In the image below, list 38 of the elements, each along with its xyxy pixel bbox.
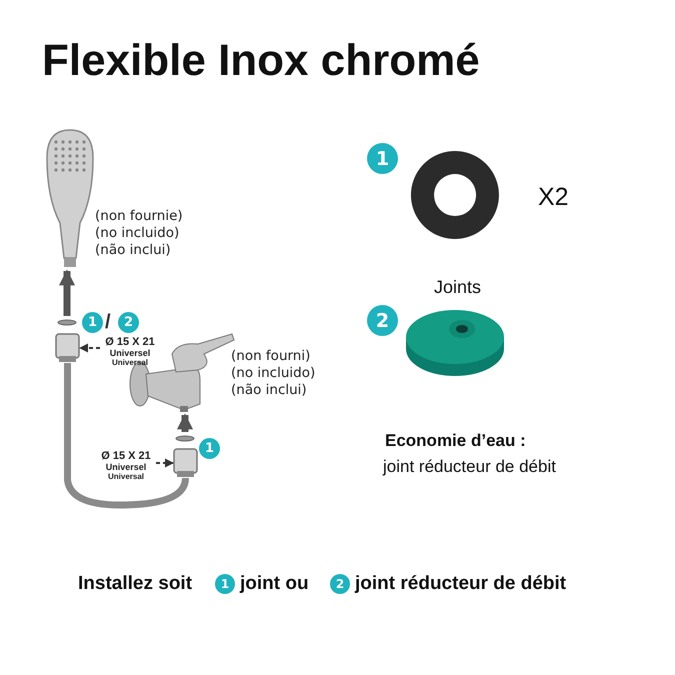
note-text: (non fournie) <box>95 208 183 225</box>
note-text: (non fourni) <box>231 348 310 365</box>
arrow <box>177 413 193 432</box>
hose-line <box>64 363 189 508</box>
title: Flexible Inox chromé <box>42 36 480 86</box>
instruction-text: joint réducteur de débit <box>355 573 566 595</box>
arrow <box>79 344 100 352</box>
number-badge: 2 <box>367 305 398 336</box>
hose-nut-drawing <box>173 448 198 478</box>
number-badge: 2 <box>118 312 139 333</box>
note-text: X2 <box>538 183 569 212</box>
heading-text: Economie d’eau : <box>385 431 526 451</box>
note-text: (no incluido) <box>95 225 180 242</box>
instruction-text: joint ou <box>240 573 309 595</box>
size-label: Universal <box>110 358 150 367</box>
number-badge: 1 <box>215 574 235 594</box>
note-text: (não inclui) <box>95 242 171 259</box>
separator-slash: / <box>105 311 111 334</box>
number-badge: 1 <box>367 143 398 174</box>
arrow <box>156 458 174 468</box>
description-text: joint réducteur de débit <box>383 457 556 477</box>
parts-label: Joints <box>434 277 482 298</box>
hose-nut-drawing <box>55 333 80 363</box>
rubber-washer-drawing <box>410 150 500 240</box>
size-label: Universel <box>104 462 148 472</box>
washer-drawing <box>175 435 195 442</box>
arrow <box>59 269 75 316</box>
size-label: Ø 15 X 21 <box>104 336 156 348</box>
number-badge: 1 <box>82 312 103 333</box>
number-badge: 2 <box>330 574 350 594</box>
note-text: (no incluido) <box>231 365 316 382</box>
note-text: (não inclui) <box>231 382 307 399</box>
number-badge: 1 <box>199 438 220 459</box>
size-label: Universal <box>106 472 146 481</box>
instruction-text: Installez soit <box>78 573 192 595</box>
size-label: Universel <box>108 348 152 358</box>
washer-drawing <box>57 319 77 326</box>
size-label: Ø 15 X 21 <box>100 450 152 462</box>
